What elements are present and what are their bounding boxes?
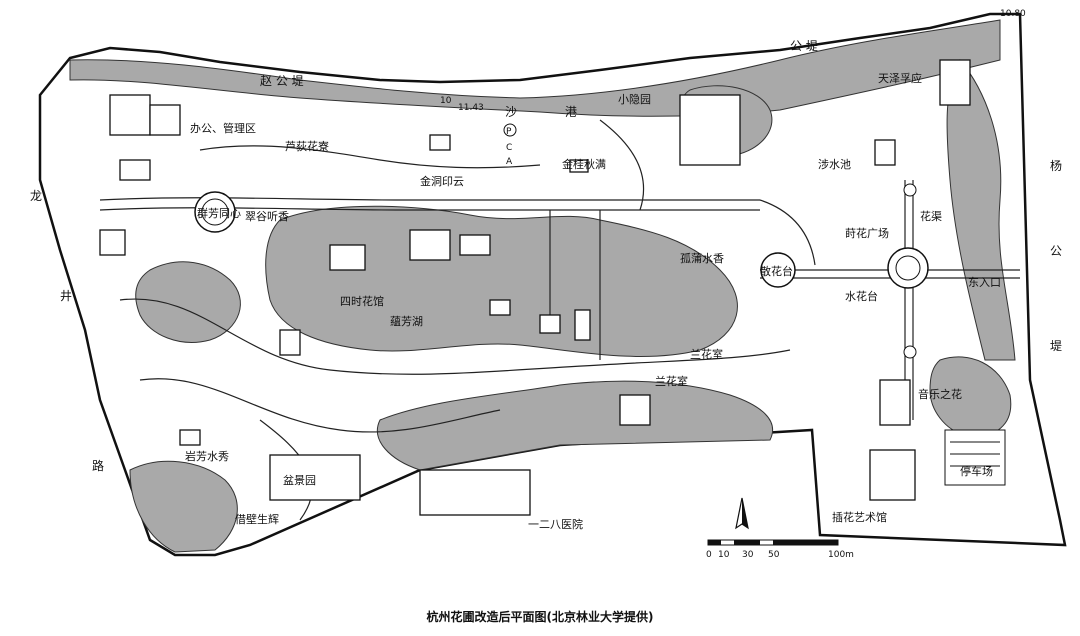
water-west-lake: [135, 261, 241, 343]
road-di: 堤: [1050, 339, 1062, 353]
shuihua-circle: [887, 247, 929, 289]
area-jiebi: 借壁生辉: [235, 512, 279, 526]
scale-tick-100m: 100m: [828, 550, 854, 560]
area-chahua: 插花艺术馆: [832, 510, 887, 524]
north-arrow-icon: [735, 497, 749, 530]
road-long: 龙: [30, 189, 42, 203]
area-huaqu: 花渠: [920, 210, 942, 223]
scale-tick-30: 30: [742, 550, 754, 560]
elevation-label-1: 10.80: [1000, 9, 1026, 19]
road-zhaogongdi: 赵 公 堤: [260, 74, 304, 88]
road-gang: 港: [565, 105, 577, 119]
parking-lot: [944, 429, 1006, 486]
road-yang: 杨: [1050, 158, 1062, 173]
area-shuihua: 水花台: [845, 289, 878, 303]
map-caption: 杭州花圃改造后平面图(北京林业大学提供): [426, 610, 654, 624]
road-sha: 沙: [505, 105, 517, 119]
area-tingche: 停车场: [960, 464, 993, 478]
sanhua-circle: [760, 252, 796, 288]
qunfang-circle: [194, 191, 236, 233]
area-office: 办公、管理区: [190, 121, 256, 135]
area-yinyue: 音乐之花: [918, 387, 962, 401]
parking-letter-a: A: [506, 157, 513, 167]
area-penjing: 盆景园: [283, 473, 316, 487]
area-lanhua-top: 兰花室: [690, 347, 723, 361]
road-lu: 路: [92, 458, 104, 473]
area-xiaoyin: 小隐园: [618, 93, 651, 106]
small-round-1: [903, 183, 917, 197]
road-gong: 公: [1050, 244, 1062, 258]
elevation-label-2: 10: [440, 96, 452, 106]
elevation-label-3: 11.43: [458, 103, 484, 113]
area-qunfang: 群芳同心: [197, 206, 241, 220]
area-tianze: 天泽孚应: [878, 71, 922, 85]
parking-letter-c: C: [506, 143, 512, 153]
area-yuanhua: 莳花广场: [845, 226, 889, 240]
area-jingui: 金桂秋满: [562, 157, 606, 171]
area-east-entrance: 东入口: [968, 276, 1001, 289]
water-central-lake: [265, 205, 738, 357]
area-luwei: 芦荻花寮: [285, 139, 329, 153]
area-hospital: 一二八医院: [528, 517, 583, 531]
scale-tick-0: 0: [706, 550, 712, 560]
area-cuigu: 翠谷听香: [245, 210, 289, 223]
water-southwest: [129, 460, 238, 553]
scale-tick-10: 10: [718, 550, 730, 560]
area-yanfang: 岩芳水秀: [185, 449, 229, 463]
water-east-strip: [946, 59, 1016, 361]
water-north-channel: [69, 19, 1001, 117]
area-lanhua-inner: 兰花室: [655, 374, 688, 388]
parking-letter-p: P: [506, 127, 512, 137]
scale-tick-50: 50: [768, 550, 780, 560]
road-gongdi: 公 堤: [790, 39, 818, 53]
area-jindong: 金洞印云: [420, 174, 464, 188]
road-jing: 井: [60, 289, 72, 303]
area-sanhua: 散花台: [760, 264, 793, 278]
area-gupu: 孤蒲水香: [680, 251, 724, 265]
area-yunfang: 蘊芳湖: [390, 314, 423, 328]
area-sishi: 四时花馆: [340, 294, 384, 308]
small-round-2: [903, 345, 917, 359]
buildings: [99, 59, 971, 516]
scale-bar-icon: [707, 539, 839, 546]
water-south-lake: [376, 380, 773, 471]
area-sheshui: 涉水池: [818, 157, 851, 171]
